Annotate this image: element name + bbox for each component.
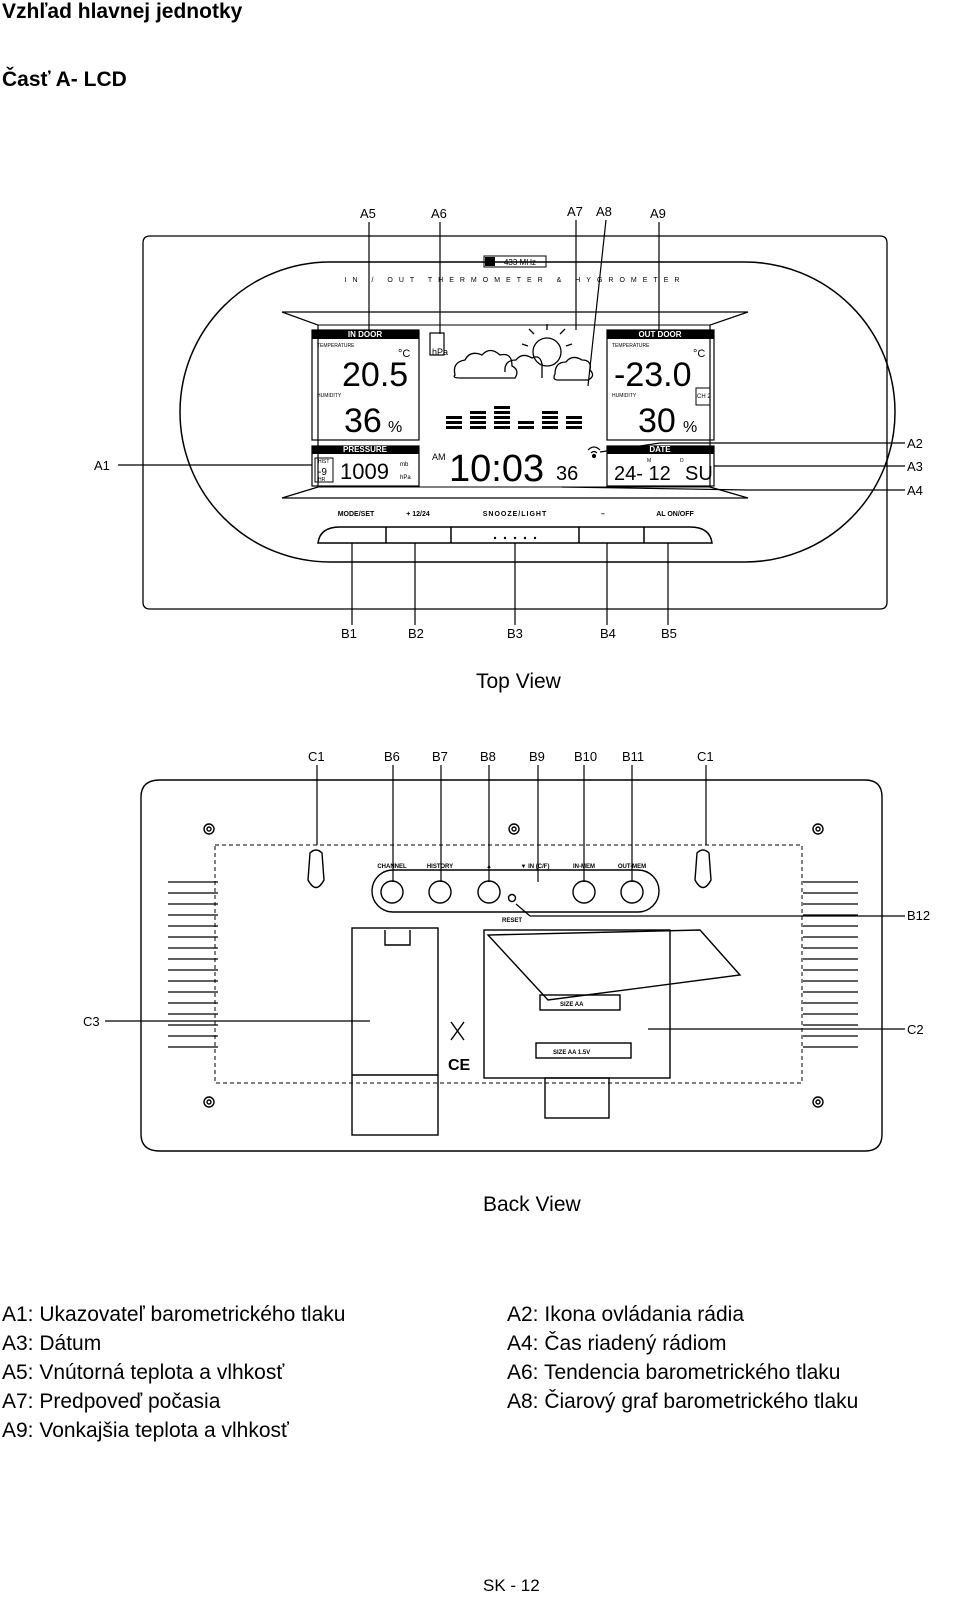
legend-item: A4: Čas riadený rádiom xyxy=(507,1332,727,1355)
callout-b7: B7 xyxy=(432,749,448,764)
outdoor-temp: -23.0 xyxy=(614,356,692,394)
callout-b6: B6 xyxy=(384,749,400,764)
time-hm: 10:03 xyxy=(449,448,544,490)
pressure-bar-graph xyxy=(446,406,582,429)
page-number: SK - 12 xyxy=(483,1576,540,1595)
weather-forecast-icon xyxy=(453,324,594,381)
indoor-unit: °C xyxy=(398,348,410,360)
callout-b5: B5 xyxy=(661,626,677,641)
callout-a4: A4 xyxy=(907,483,923,498)
pressure-hist: HIST xyxy=(318,459,329,465)
legend-item: A1: Ukazovateľ barometrického tlaku xyxy=(2,1303,346,1326)
legend-left: A1: Ukazovateľ barometrického tlaku A3: … xyxy=(2,1300,345,1445)
indoor-temp-label: TEMPERATURE xyxy=(317,343,355,349)
outdoor-humidity: 30 xyxy=(638,402,676,440)
page-title: Vzhľad hlavnej jednotky xyxy=(2,0,243,23)
callout-c3: C3 xyxy=(83,1014,100,1029)
legend-item: A8: Čiarový graf barometrického tlaku xyxy=(507,1390,859,1413)
top-view-caption: Top View xyxy=(476,670,561,693)
outdoor-pct: % xyxy=(683,419,697,436)
button-label-alarm: AL ON/OFF xyxy=(656,511,694,518)
section-title: Časť A- LCD xyxy=(2,68,127,91)
outdoor-humidity-label: HUMIDITY xyxy=(612,393,637,399)
button-label-12-24: + 12/24 xyxy=(406,511,430,518)
trend-unit: hPa xyxy=(432,347,448,357)
ce-mark: CE xyxy=(448,1057,471,1074)
indoor-header: IN DOOR xyxy=(348,330,382,339)
callout-b9: B9 xyxy=(529,749,545,764)
outdoor-unit: °C xyxy=(693,348,705,360)
top-view-diagram: IN DOOR OUT DOOR PRESSURE DATE 433 MHz I… xyxy=(94,204,923,641)
callout-a9: A9 xyxy=(650,206,666,221)
date-weekday: SU xyxy=(685,463,713,485)
callout-b4: B4 xyxy=(600,626,616,641)
callout-a2: A2 xyxy=(907,436,923,451)
pressure-unit-mb: mb xyxy=(400,462,409,468)
radio-signal-icon xyxy=(587,446,601,459)
button-label-mode-set: MODE/SET xyxy=(338,511,375,518)
indoor-humidity: 36 xyxy=(344,402,382,440)
callout-b12: B12 xyxy=(907,908,930,923)
callout-a7: A7 xyxy=(567,204,583,219)
callout-b10: B10 xyxy=(574,749,597,764)
pressure-header: PRESSURE xyxy=(343,445,388,454)
reset-label: RESET xyxy=(502,918,522,924)
back-view-caption: Back View xyxy=(483,1193,581,1216)
callout-a6: A6 xyxy=(431,206,447,221)
legend-item: A9: Vonkajšia teplota a vlhkosť xyxy=(2,1419,289,1442)
date-header: DATE xyxy=(649,445,671,454)
date-value: 24- 12 xyxy=(614,463,671,485)
callout-a1: A1 xyxy=(94,458,110,473)
back-button-label-history: HISTORY xyxy=(427,864,453,870)
callout-b8: B8 xyxy=(480,749,496,764)
button-label-minus: – xyxy=(601,511,605,518)
time-seconds: 36 xyxy=(556,463,578,485)
outdoor-temp-label: TEMPERATURE xyxy=(612,343,650,349)
callout-c1-right: C1 xyxy=(697,749,714,764)
callout-b11: B11 xyxy=(622,749,644,764)
indoor-temp: 20.5 xyxy=(342,356,408,394)
frequency-badge: 433 MHz xyxy=(504,258,536,267)
callout-b2: B2 xyxy=(408,626,424,641)
callout-a8: A8 xyxy=(596,204,612,219)
callout-b3: B3 xyxy=(507,626,523,641)
back-button-label-channel: CHANNEL xyxy=(377,864,407,870)
back-view-diagram: CHANNEL HISTORY ▲ ▼ IN (C/F) IN-MEM OUT-… xyxy=(83,749,930,1152)
callout-c2: C2 xyxy=(907,1022,924,1037)
callout-c1-left: C1 xyxy=(308,749,325,764)
legend-item: A2: Ikona ovládania rádia xyxy=(507,1303,744,1326)
legend-item: A7: Predpoveď počasia xyxy=(2,1390,221,1413)
date-d: D xyxy=(680,458,684,464)
button-label-snooze: SNOOZE/LIGHT xyxy=(483,511,548,518)
indoor-pct: % xyxy=(388,419,402,436)
outdoor-header: OUT DOOR xyxy=(638,330,681,339)
date-m: M xyxy=(647,458,651,464)
legend-item: A5: Vnútorná teplota a vlhkosť xyxy=(2,1361,285,1384)
pressure-hist-value: -9 xyxy=(318,467,327,478)
legend-item: A6: Tendencia barometrického tlaku xyxy=(507,1361,841,1384)
callout-a3: A3 xyxy=(907,459,923,474)
pressure-unit-hpa: hPa xyxy=(400,475,411,481)
callout-a5: A5 xyxy=(360,206,376,221)
time-ampm: AM xyxy=(432,452,446,462)
callout-b1: B1 xyxy=(341,626,357,641)
legend-item: A3: Dátum xyxy=(2,1332,102,1355)
indoor-humidity-label: HUMIDITY xyxy=(317,393,342,399)
legend-right: A2: Ikona ovládania rádia A4: Čas riaden… xyxy=(507,1300,858,1416)
back-button-label-down: ▼ IN (C/F) xyxy=(521,864,550,870)
battery-label-1: SIZE AA xyxy=(560,1002,584,1008)
outdoor-channel: CH 2 xyxy=(697,394,711,400)
pressure-hr: HR xyxy=(318,477,326,483)
battery-label-2: SIZE AA 1.5V xyxy=(553,1050,590,1056)
product-line: IN / OUT THERMOMETER & HYGROMETER xyxy=(345,277,686,284)
pressure-value: 1009 xyxy=(340,459,389,484)
